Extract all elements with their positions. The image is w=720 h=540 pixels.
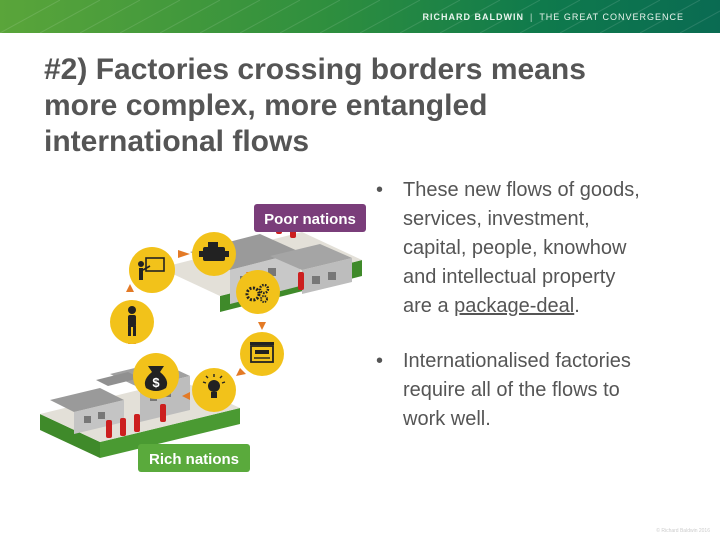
copyright-footer: © Richard Baldwin 2016	[656, 528, 710, 534]
bullet-list: • These new flows of goods, services, in…	[374, 176, 704, 434]
rich-window	[84, 416, 91, 423]
title-line-3: international flows	[44, 125, 310, 158]
poor-nations-label: Poor nations	[264, 211, 356, 228]
bullet-line: capital, people, knowhow	[403, 237, 627, 259]
bullet-line: services, investment,	[403, 208, 590, 230]
header-branding: RICHARD BALDWIN | THE GREAT CONVERGENCE	[422, 12, 684, 22]
bullet-line: require all of the flows to	[403, 379, 620, 401]
arrow-machine-to-bulb	[236, 368, 246, 376]
bullet-text-suffix: .	[574, 295, 580, 317]
poor-window	[328, 272, 336, 280]
poor-building-b-front	[302, 258, 352, 294]
title-line-1: #2) Factories crossing borders means	[44, 53, 586, 86]
rich-chimney	[160, 404, 166, 422]
rich-building-a	[50, 388, 124, 412]
factory-flows-diagram: $ Poor nations Rich nations	[40, 204, 366, 472]
dollar-sign: $	[152, 375, 160, 390]
person-icon	[110, 300, 154, 344]
arrow-gears-to-machine	[258, 322, 266, 330]
title-line-2: more complex, more entangled	[44, 89, 488, 122]
money-bag-icon: $	[133, 353, 179, 399]
gears-icon	[236, 270, 280, 314]
rich-nations-badge: Rich nations	[138, 444, 250, 472]
header-separator: |	[529, 12, 534, 22]
bullet-marker: •	[376, 350, 384, 372]
arrow-person-to-teacher	[126, 284, 134, 292]
poor-window	[312, 276, 320, 284]
slide-title: #2) Factories crossing borders means mor…	[44, 52, 704, 160]
bullet-line: Internationalised factories	[403, 350, 631, 372]
machine-icon	[240, 332, 284, 376]
bullet-item-factories: • Internationalised factories require al…	[374, 347, 704, 434]
header-book-title: THE GREAT CONVERGENCE	[539, 12, 684, 22]
rich-chimney	[106, 420, 112, 438]
poor-nations-badge: Poor nations	[254, 204, 366, 232]
rich-platform-side	[40, 414, 100, 458]
bullet-text-prefix: are a	[403, 295, 455, 317]
top-banner: RICHARD BALDWIN | THE GREAT CONVERGENCE	[0, 0, 720, 33]
rich-chimney	[120, 418, 126, 436]
header-author: RICHARD BALDWIN	[422, 12, 524, 22]
rich-nations-label: Rich nations	[149, 451, 239, 468]
teacher-icon	[129, 247, 175, 293]
bullet-line-last: are a package-deal.	[403, 292, 704, 321]
bullet-line: work well.	[403, 408, 491, 430]
arrow-bulb-to-money	[182, 392, 190, 400]
bullet-line: These new flows of goods,	[403, 179, 640, 201]
poor-chimney	[298, 272, 304, 290]
rich-window	[98, 412, 105, 419]
bullet-line: and intellectual property	[403, 266, 616, 288]
arrow-teacher-to-engine	[178, 250, 190, 258]
lightbulb-icon	[192, 368, 236, 412]
rich-chimney	[134, 414, 140, 432]
package-deal-text: package-deal	[454, 295, 575, 317]
rich-platform-front	[100, 408, 240, 458]
rich-building-c	[96, 372, 140, 386]
banner-pattern	[0, 0, 720, 33]
engine-icon	[192, 232, 236, 276]
poor-window	[268, 268, 276, 276]
poor-building-b	[270, 244, 352, 270]
bullet-marker: •	[376, 179, 384, 201]
bullet-item-flows: • These new flows of goods, services, in…	[374, 176, 704, 321]
